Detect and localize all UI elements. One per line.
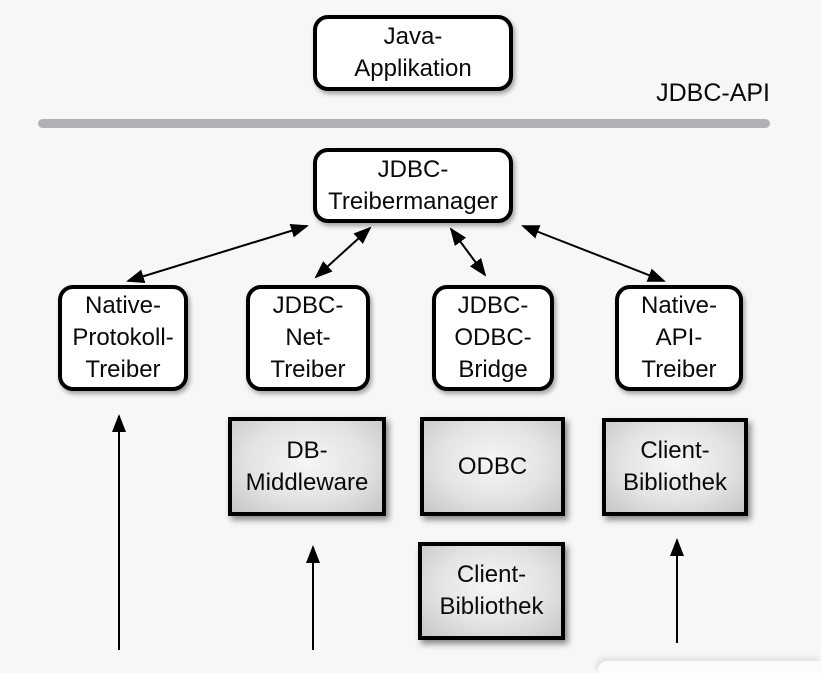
node-jdbc-net-driver: JDBC- Net- Treiber [246,285,370,391]
bidirectional-arrow-manager-native-api [521,225,666,282]
node-jdbc-odbc-bridge: JDBC- ODBC- Bridge [432,285,554,391]
node-odbc: ODBC [420,417,565,516]
node-native-protocol-driver: Native- Protokoll- Treiber [58,285,188,391]
node-native-api-driver: Native- API- Treiber [615,285,743,391]
partial-box-bottom-right [598,661,821,673]
node-client-library-right: Client- Bibliothek [602,418,748,516]
node-java-application: Java- Applikation [313,15,513,91]
bidirectional-arrow-manager-native-protocol [126,224,309,283]
bidirectional-arrow-manager-jdbc-odbc [449,227,487,277]
bidirectional-arrow-manager-jdbc-net [314,226,372,279]
node-db-middleware: DB- Middleware [228,417,386,516]
node-client-library-bottom: Client- Bibliothek [418,542,565,640]
node-jdbc-driver-manager: JDBC- Treibermanager [313,148,513,223]
jdbc-api-divider-line [38,119,770,128]
jdbc-api-label: JDBC-API [656,79,770,107]
